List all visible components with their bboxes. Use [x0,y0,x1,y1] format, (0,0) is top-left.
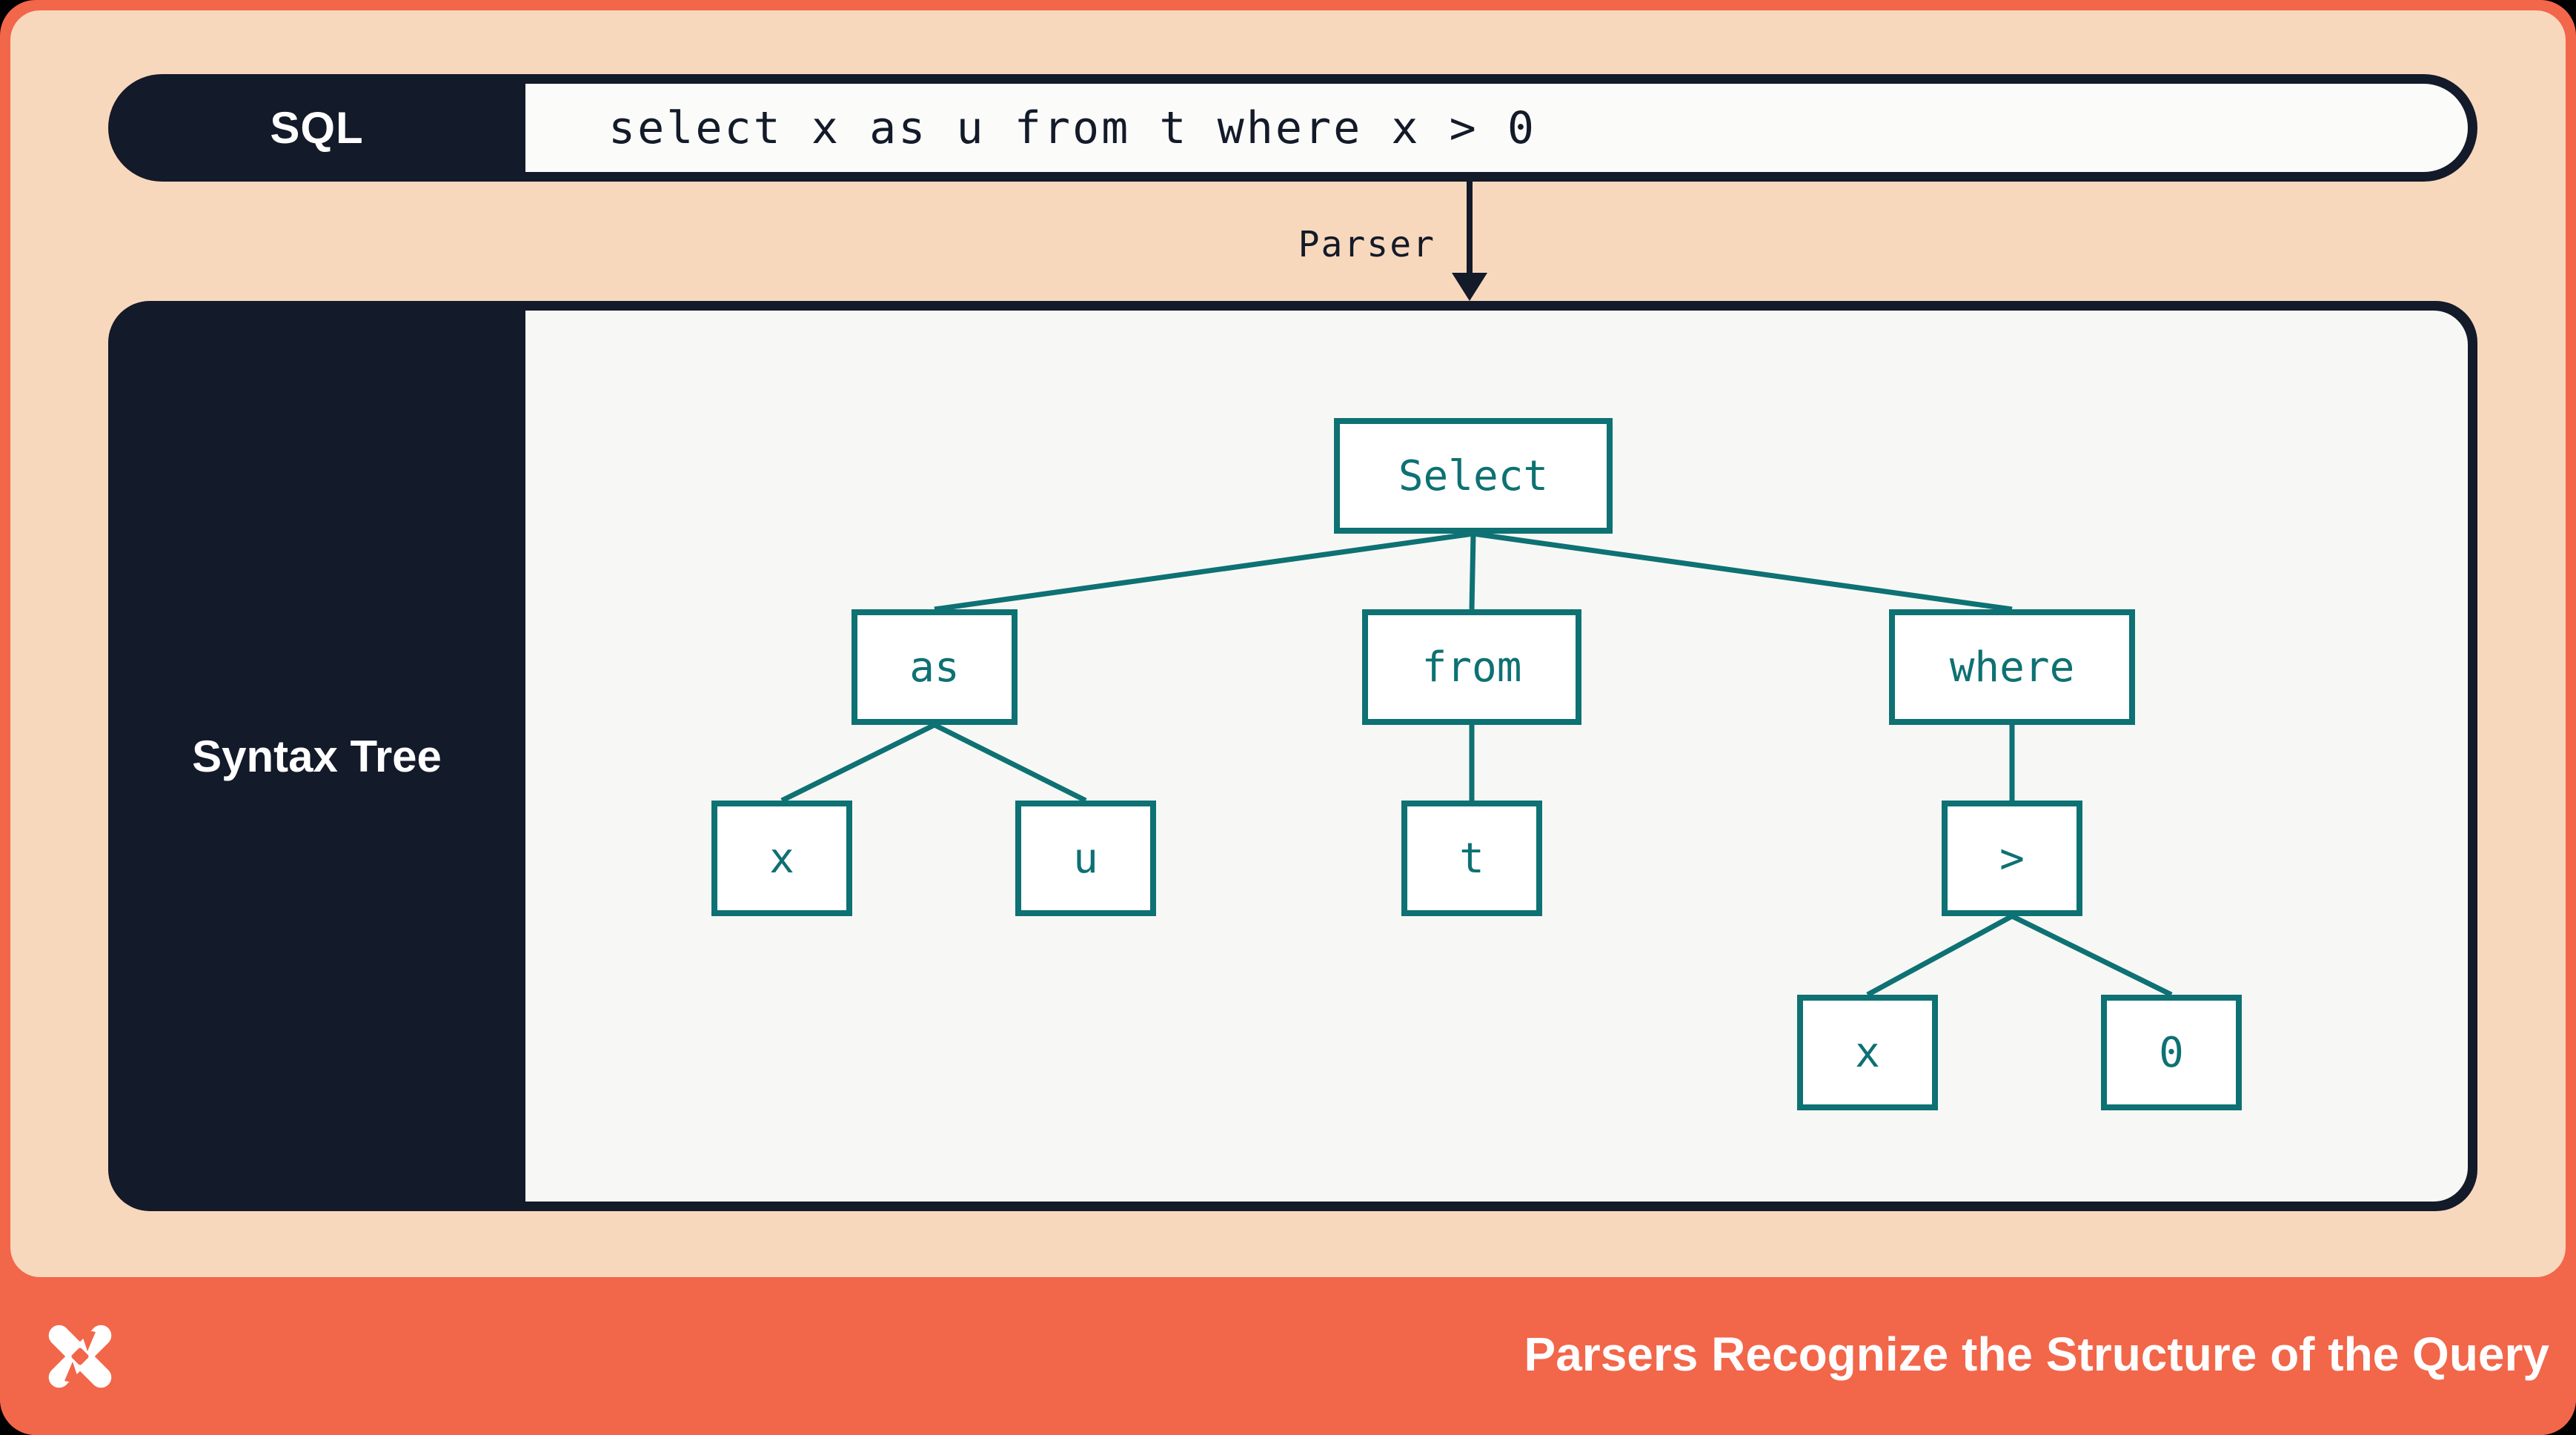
parser-arrow-line [1467,181,1473,276]
parser-label: Parser [1298,224,1435,265]
syntax-tree-panel: Syntax Tree [108,301,2477,1211]
syntax-tree-canvas [525,311,2468,1202]
sql-code-text: select x as u from t where x > 0 [608,102,1536,154]
footer-title: Parsers Recognize the Structure of the Q… [1524,1327,2550,1381]
syntax-tree-sidebar: Syntax Tree [108,301,525,1211]
pinwheel-x-logo-icon [48,1325,112,1388]
sql-badge: SQL [108,74,525,182]
syntax-tree-title: Syntax Tree [192,731,442,781]
sql-code-field: select x as u from t where x > 0 [525,84,2468,172]
sql-query-bar: SQL select x as u from t where x > 0 [108,74,2477,182]
sql-badge-label: SQL [270,103,364,153]
parser-arrow-head-icon [1452,273,1487,301]
footer-bar: Parsers Recognize the Structure of the Q… [0,1277,2576,1435]
